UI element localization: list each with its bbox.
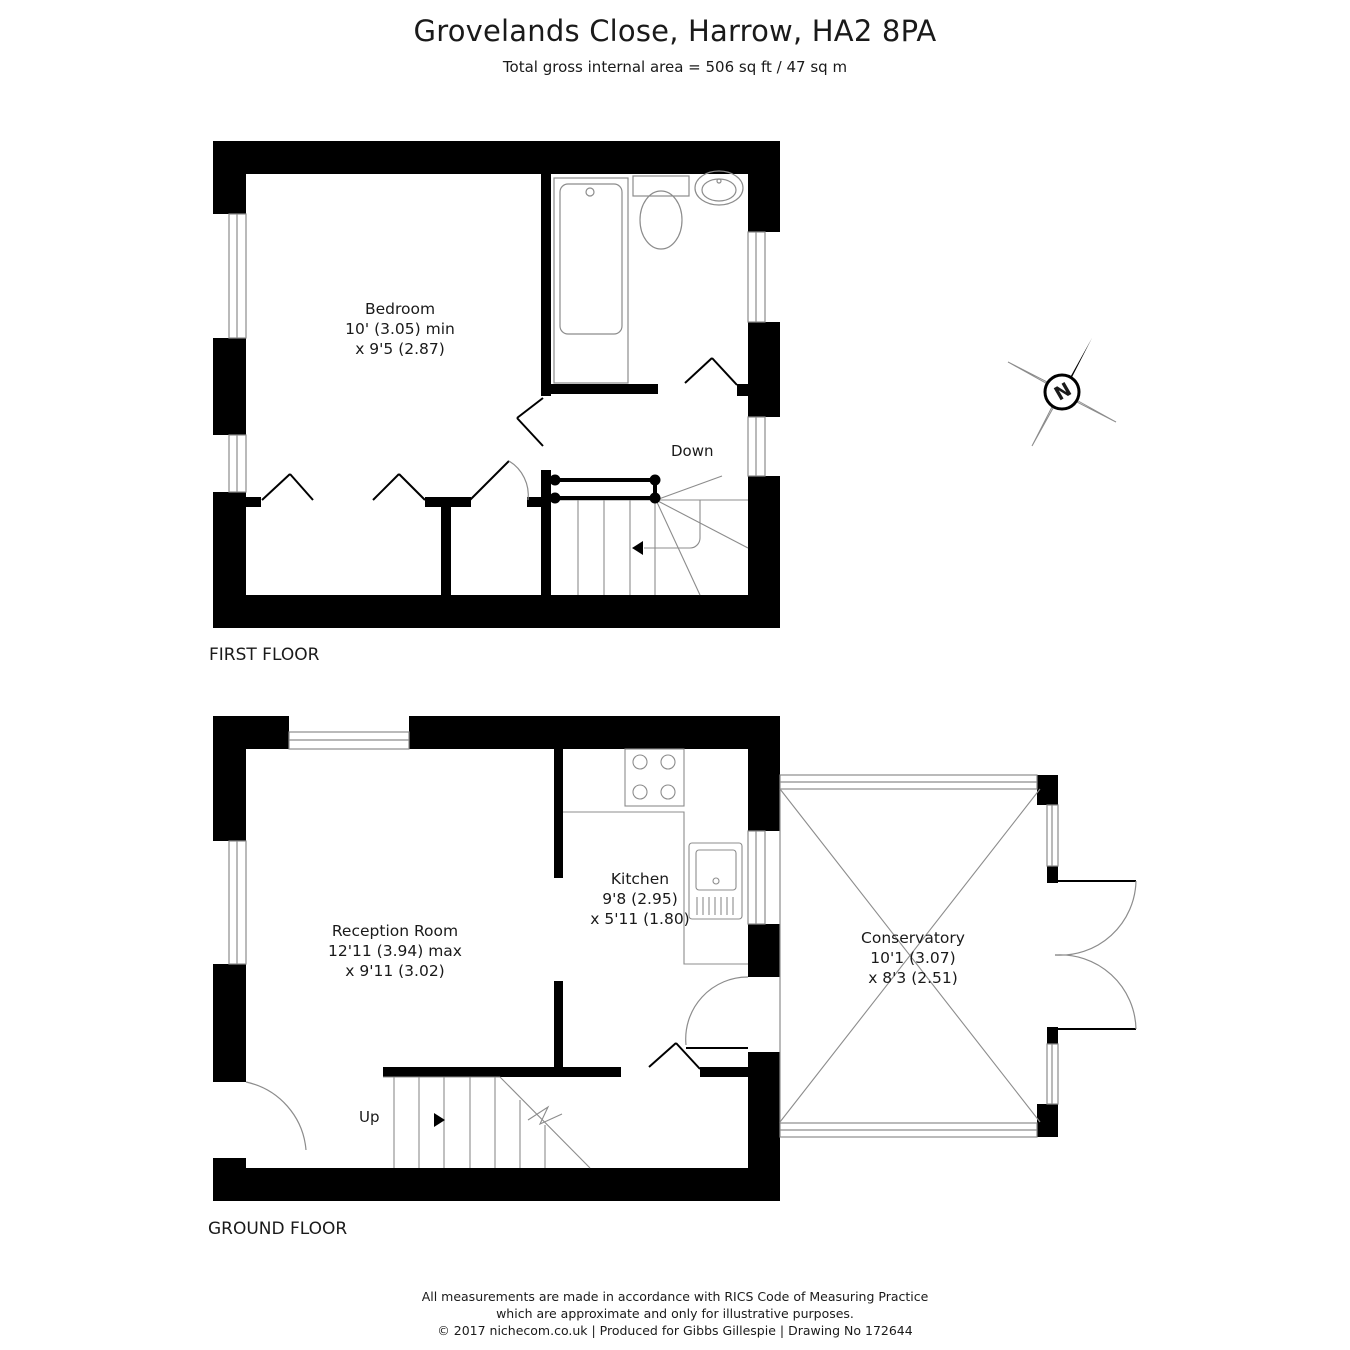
bedroom-name: Bedroom <box>364 300 436 318</box>
stair-direction-arrow-icon <box>434 1113 445 1127</box>
disclaimer-line-2: which are approximate and only for illus… <box>496 1306 854 1321</box>
conservatory-name: Conservatory <box>861 929 965 947</box>
stair-rail <box>549 474 661 504</box>
first-floor-walls <box>213 141 780 628</box>
plan-title: Grovelands Close, Harrow, HA2 8PA <box>413 14 937 48</box>
disclaimer-line-1: All measurements are made in accordance … <box>421 1289 929 1304</box>
kitchen-label: Kitchen 9'8 (2.95) x 5'11 (1.80) <box>580 869 700 929</box>
bedroom-dimension-2: x 9'5 (2.87) <box>355 340 445 358</box>
first-floor-label: FIRST FLOOR <box>209 645 320 665</box>
door-arc <box>508 460 529 501</box>
stair-direction-arrow-icon <box>632 541 643 555</box>
stairs-down-label: Down <box>671 442 714 460</box>
total-area: Total gross internal area = 506 sq ft / … <box>502 58 848 76</box>
bedroom-dimension-1: 10' (3.05) min <box>345 320 455 338</box>
disclaimer-footer: All measurements are made in accordance … <box>0 1288 1350 1339</box>
conservatory-dimension-1: 10'1 (3.07) <box>870 949 956 967</box>
conservatory-roof-lines <box>779 788 1041 1123</box>
reception-room-name: Reception Room <box>331 922 459 940</box>
ground-floor-windows <box>228 731 1059 1138</box>
kitchen-name: Kitchen <box>610 870 670 888</box>
north-arrow-icon <box>1007 338 1117 447</box>
ground-floor-walls <box>213 716 1058 1201</box>
kitchen-dimension-2: x 5'11 (1.80) <box>590 910 690 928</box>
reception-room-dimension-1: 12'11 (3.94) max <box>328 942 462 960</box>
kitchen-fittings <box>563 748 748 965</box>
ground-floor-label: GROUND FLOOR <box>208 1219 348 1239</box>
reception-room-dimension-2: x 9'11 (3.02) <box>345 962 445 980</box>
ground-floor-plan <box>213 716 1137 1201</box>
first-floor-doors <box>261 357 738 501</box>
reception-room-label: Reception Room 12'11 (3.94) max x 9'11 (… <box>310 921 480 981</box>
first-floor-plan <box>213 141 780 628</box>
first-floor-windows <box>228 213 766 493</box>
stairs-up-label: Up <box>359 1108 380 1126</box>
bedroom-label: Bedroom 10' (3.05) min x 9'5 (2.87) <box>320 299 480 359</box>
ground-floor-doors <box>245 976 749 1151</box>
kitchen-dimension-1: 9'8 (2.95) <box>602 890 678 908</box>
first-floor-staircase <box>551 475 749 596</box>
bathroom-fittings <box>553 170 744 384</box>
copyright-line: © 2017 nichecom.co.uk | Produced for Gib… <box>437 1323 913 1338</box>
conservatory-label: Conservatory 10'1 (3.07) x 8'3 (2.51) <box>848 928 978 988</box>
conservatory-french-doors <box>1054 880 1137 1030</box>
conservatory-dimension-2: x 8'3 (2.51) <box>868 969 958 987</box>
ground-floor-staircase <box>383 1076 591 1169</box>
